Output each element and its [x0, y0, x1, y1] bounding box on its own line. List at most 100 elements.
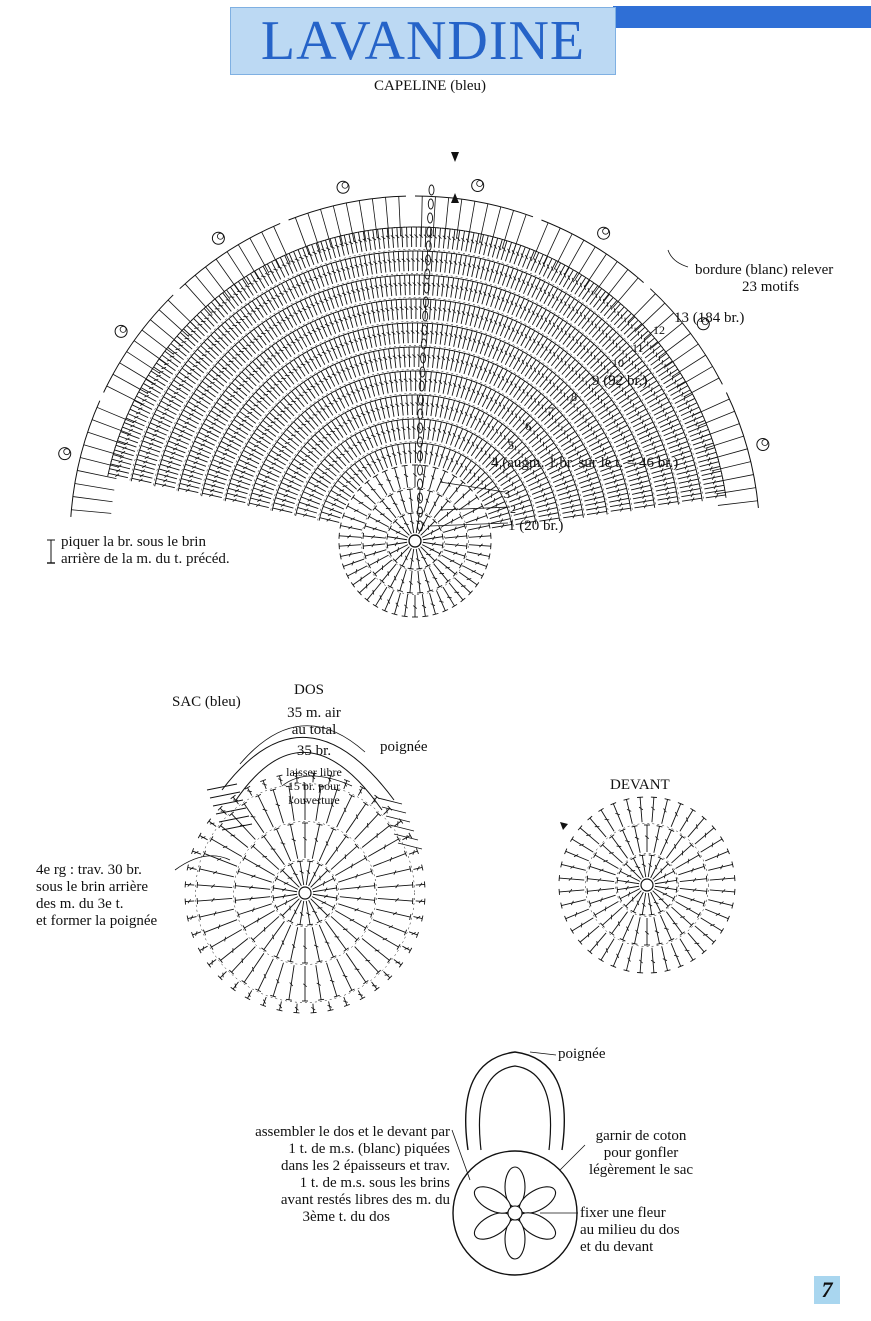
devant-stitch	[617, 879, 640, 885]
capeline-fan-stitch-cap	[495, 418, 501, 423]
capeline-center-stitch-cap	[459, 562, 463, 569]
dos-stitch-cap	[261, 947, 267, 952]
capeline-fan-stitch	[380, 301, 385, 322]
capeline-fan-stitch	[388, 348, 392, 369]
capeline-fan-stitch-bar	[442, 307, 447, 312]
capeline-fan-stitch	[461, 405, 471, 425]
capeline-fan-stitch-bar	[497, 507, 500, 513]
capeline-fan-stitch-bar	[144, 455, 149, 460]
capeline-fan-stitch	[279, 401, 295, 417]
dos-stitch	[290, 899, 302, 922]
capeline-fan-stitch-bar	[472, 264, 476, 269]
capeline-fan-stitch-cap	[447, 448, 454, 452]
capeline-fan-stitch	[510, 445, 527, 460]
capeline-fan-stitch-bar	[164, 363, 169, 366]
capeline-fan-stitch-bar	[546, 507, 550, 512]
capeline-fan-stitch	[627, 470, 647, 478]
capeline-fan-stitch-bar	[194, 456, 200, 460]
capeline-fan-stitch	[188, 401, 206, 413]
dos-stitch-cap	[415, 931, 419, 938]
capeline-fan-stitch-bar	[380, 406, 385, 410]
dos-stitch-bar	[257, 917, 259, 923]
capeline-fan-stitch-bar	[137, 407, 143, 411]
dos-stitch-bar	[282, 887, 287, 892]
open-note-line2: 15 br. pour	[287, 779, 341, 793]
capeline-fan-stitch-bar	[164, 474, 169, 478]
capeline-fan-stitch-cap	[478, 465, 484, 471]
capeline-fan-stitch-cap	[326, 338, 333, 343]
capeline-fan-stitch	[345, 471, 361, 487]
capeline-fan-stitch-bar	[617, 311, 619, 316]
capeline-fan-stitch-cap	[549, 484, 553, 491]
devant-stitch-cap	[587, 815, 593, 821]
capeline-fan-stitch-cap	[386, 371, 393, 374]
capeline-fan-stitch	[396, 420, 401, 441]
dos-stitch	[330, 845, 358, 870]
capeline-center-stitch-bar	[445, 566, 450, 569]
capeline-fan-stitch	[552, 474, 572, 483]
capeline-fan-stitch-cap	[219, 438, 223, 445]
row2-leader	[439, 506, 511, 511]
capeline-fan-stitch-cap	[533, 357, 539, 362]
dos-stitch	[339, 896, 375, 901]
capeline-fan-stitch	[322, 427, 336, 444]
capeline-fan-stitch-cap	[502, 340, 509, 345]
capeline-fan-stitch-cap	[545, 366, 551, 371]
dos-stitch-cap	[198, 865, 201, 872]
border-motif-stitch	[320, 209, 332, 248]
capeline-fan-stitch-cap	[304, 349, 310, 354]
devant-stitch	[694, 827, 715, 845]
capeline-fan-stitch-bar	[287, 288, 293, 291]
capeline-fan-stitch	[303, 491, 322, 501]
capeline-fan-stitch-cap	[497, 450, 503, 456]
stuff-note-line3: légèrement le sac	[588, 1162, 694, 1178]
dos-stitch-cap	[273, 955, 280, 959]
capeline-fan-stitch-bar	[261, 484, 266, 488]
capeline-fan-stitch-bar	[382, 260, 387, 264]
capeline-fan-stitch-bar	[253, 404, 259, 407]
capeline-fan-stitch-bar	[465, 465, 468, 471]
capeline-fan-stitch-bar	[422, 426, 427, 431]
capeline-fan-stitch-cap	[256, 386, 262, 391]
capeline-fan-stitch-bar	[359, 362, 364, 366]
capeline-fan-stitch-bar	[303, 334, 308, 337]
capeline-fan-stitch	[642, 384, 660, 396]
capeline-fan-stitch	[441, 276, 445, 297]
devant-stitch-cap	[586, 888, 589, 895]
capeline-fan-stitch-cap	[383, 446, 390, 449]
capeline-fan-stitch-bar	[128, 428, 134, 432]
capeline-fan-stitch	[477, 386, 487, 406]
capeline-fan-stitch	[339, 362, 348, 381]
dos-stitch	[272, 789, 284, 824]
capeline-fan-stitch	[487, 312, 495, 332]
devant-stitch-cap	[679, 931, 685, 936]
dos-stitch	[299, 900, 305, 925]
capeline-fan-stitch	[520, 328, 531, 347]
devant-stitch-bar	[579, 843, 584, 847]
capeline-fan-stitch-bar	[357, 239, 363, 243]
capeline-fan-stitch	[702, 475, 723, 481]
dos-stitch	[310, 898, 328, 916]
capeline-fan-stitch-bar	[558, 466, 561, 472]
dos-stitch-bar	[291, 943, 296, 949]
capeline-fan-stitch-bar	[256, 277, 262, 280]
border-motif-stitch	[583, 253, 607, 288]
capeline-fan-stitch-bar	[262, 302, 268, 304]
capeline-fan-stitch-cap	[385, 347, 392, 350]
capeline-fan-stitch-cap	[261, 461, 266, 467]
capeline-fan-stitch-bar	[388, 380, 394, 384]
capeline-fan-stitch	[614, 345, 631, 360]
devant-stitch-bar	[719, 901, 724, 905]
capeline-fan-stitch-bar	[215, 470, 220, 474]
devant-stitch-cap	[668, 938, 675, 942]
capeline-fan-stitch	[630, 326, 646, 342]
capeline-fan-stitch	[469, 232, 475, 253]
capeline-fan-stitch-cap	[301, 443, 307, 449]
capeline-fan-stitch-bar	[709, 466, 713, 471]
capeline-center-stitch-bar	[421, 557, 426, 559]
capeline-fan-stitch	[573, 462, 593, 472]
devant-stitch-bar	[716, 853, 719, 858]
capeline-fan-stitch	[357, 330, 364, 351]
capeline-center-stitch	[366, 481, 382, 500]
capeline-fan-stitch-bar	[219, 371, 224, 373]
